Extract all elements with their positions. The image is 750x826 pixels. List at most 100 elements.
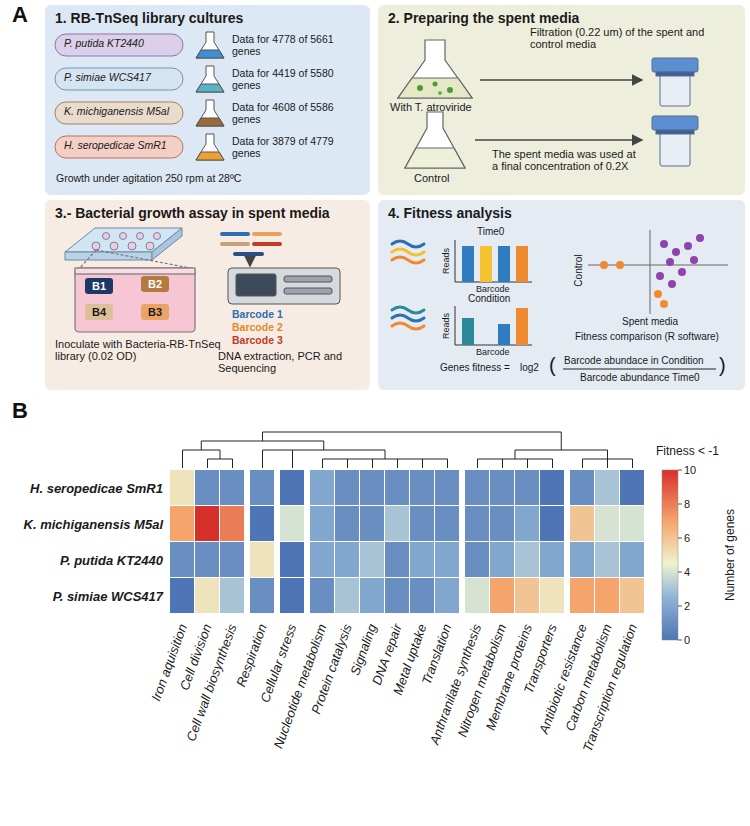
text-label: Barcode 1 [232,308,283,320]
dendrogram-branch [583,459,633,460]
dendrogram-branch [347,459,348,468]
formula-text: Barcode abundance Time0 [580,372,700,383]
heatmap-cell [335,542,359,577]
dendrogram-branch [232,459,233,468]
dendrogram-branch [262,432,263,441]
text-label: Barcode 2 [232,321,283,333]
heatmap-cell [570,542,594,577]
dendrogram-branch [292,450,293,468]
heatmap-cell [385,542,409,577]
heatmap-cell [280,470,304,505]
heatmap-cell [570,578,594,613]
heatmap-cell [515,578,539,613]
legend-title: Fitness < -1 [656,444,719,458]
text-label: Data for 4608 of 5586 genes [232,101,352,125]
dendrogram-branch [515,450,608,451]
dendrogram-branch [372,459,373,468]
heatmap-cell [435,470,459,505]
formula-text: log2 [520,362,539,373]
heatmap-cell [620,506,644,541]
color-bar-ticks-part [678,572,682,573]
heatmap-cell [435,578,459,613]
heatmap-cell [595,542,619,577]
heatmap-cell [620,542,644,577]
dendrogram-branch [263,432,562,433]
text-label: Data for 4778 of 5661 genes [232,33,352,57]
heatmap-cell [360,470,384,505]
heatmap-cell [465,506,489,541]
axis-label: Reads [441,313,451,339]
heatmap-cell [410,506,434,541]
dendrogram-branch [201,441,202,450]
color-bar-ticks-part [678,606,682,607]
heatmap-cell [280,578,304,613]
formula-text: ( [549,354,556,377]
text-label: K. michiganensis M5al [64,105,169,117]
row-label: P. simiae WCS417 [53,589,163,604]
heatmap-cell [620,470,644,505]
color-bar-ticks-part [678,640,682,641]
panel-title: 1. RB-TnSeq library cultures [55,10,243,26]
dendrogram-branch [183,450,221,451]
dendrogram [183,432,633,468]
axis-label: Reads [441,248,451,274]
heatmap-cell [335,506,359,541]
heatmap-cell [360,578,384,613]
heatmap-cell [620,578,644,613]
chart-caption: Fitness comparison (R software) [575,331,719,342]
note: Growth under agitation 250 rpm at 28ºC [56,172,241,184]
note: DNA extraction, PCR and Sequencing [218,350,363,374]
tick-label: 2 [684,600,690,612]
heatmap-cell [310,578,334,613]
heatmap-cell [220,578,244,613]
heatmap-cell [570,506,594,541]
heatmap-cell [490,542,514,577]
dendrogram-branch [422,459,423,468]
heatmap-cell [335,578,359,613]
axis-label: Barcode [476,347,510,357]
heatmap-cell [250,542,274,577]
tick-label: 4 [684,566,690,578]
color-bar-ticks-part [678,470,682,471]
heatmap-cell [195,542,219,577]
dendrogram-branch [447,459,448,468]
dendrogram-branch [632,459,633,468]
tick-label: 8 [684,498,690,510]
strain-chip: B4 [85,304,113,320]
heatmap-cell [250,470,274,505]
column-label: Iron aquisition [148,621,190,702]
heatmap [170,470,644,613]
tick-label: 0 [684,634,690,646]
dendrogram-branch [207,459,208,468]
strain-chip: B2 [141,276,169,292]
dendrogram-branch [182,450,183,468]
heatmap-cell [385,470,409,505]
heatmap-cell [280,542,304,577]
note: Inoculate with Bacteria-RB-TnSeq library… [55,338,230,362]
heatmap-cell [595,470,619,505]
row-label: P. putida KT2440 [60,553,163,568]
heatmap-cell [220,542,244,577]
color-bar-ticks [678,470,682,640]
text-label: With T. atroviride [390,101,472,113]
text-label: H. seropedicae SmR1 [64,139,167,151]
heatmap-cell [435,506,459,541]
heatmap-cell [595,506,619,541]
dendrogram-branch [527,459,528,468]
text-label: Control [414,172,449,184]
heatmap-cell [410,578,434,613]
row-label: H. seropedicae SmR1 [30,481,163,496]
heatmap-cell [465,578,489,613]
heatmap-cell [515,506,539,541]
heatmap-cell [310,470,334,505]
chart-title: Time0 [477,226,504,237]
heatmap-cell [250,506,274,541]
heatmap-cell [360,506,384,541]
dendrogram-branch [322,459,323,468]
dendrogram-branch [323,459,448,460]
formula-text: Barcode abundace in Condition [564,355,704,366]
dendrogram-branch [262,450,263,468]
heatmap-cell [515,542,539,577]
heatmap-cell [310,506,334,541]
color-bar-ticks-part [678,504,682,505]
